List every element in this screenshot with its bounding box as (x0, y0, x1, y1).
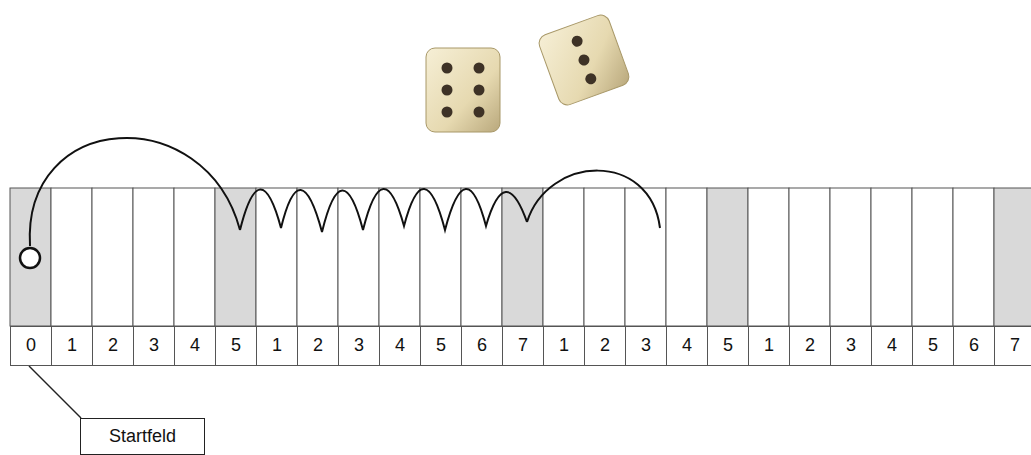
node-text: 4 (682, 336, 692, 356)
board-cell (92, 188, 133, 326)
board-cell (584, 188, 625, 326)
number-cell: 2 (297, 326, 339, 366)
number-cell: 5 (420, 326, 462, 366)
number-cell: 1 (51, 326, 93, 366)
board-cell (830, 188, 871, 326)
node-text: 2 (600, 336, 610, 356)
node-text: 1 (67, 336, 77, 356)
node-text: 7 (1010, 336, 1020, 356)
number-cell: 2 (584, 326, 626, 366)
board-cell (953, 188, 994, 326)
number-cell: 4 (871, 326, 913, 366)
number-cell: 6 (953, 326, 995, 366)
die-three (537, 13, 632, 108)
node-text: 2 (805, 336, 815, 356)
board-cell (215, 188, 256, 326)
node-text: 1 (559, 336, 569, 356)
node-text: 0 (26, 336, 36, 356)
number-cell: 3 (830, 326, 872, 366)
number-cell: 2 (789, 326, 831, 366)
number-cell: 5 (707, 326, 749, 366)
board-cell (871, 188, 912, 326)
number-cell: 5 (912, 326, 954, 366)
board-cell (707, 188, 748, 326)
number-cell: 0 (10, 326, 52, 366)
board-cell (912, 188, 953, 326)
board-cell (666, 188, 707, 326)
node-text: 5 (436, 336, 446, 356)
board-cell (748, 188, 789, 326)
board-cell (338, 188, 379, 326)
node-text: 5 (231, 336, 241, 356)
board-cell (297, 188, 338, 326)
node-text: 6 (477, 336, 487, 356)
board-cell (625, 188, 666, 326)
node-text: 7 (518, 336, 528, 356)
node-text: 4 (887, 336, 897, 356)
node-text: 1 (272, 336, 282, 356)
board-cell (789, 188, 830, 326)
number-cell: 4 (666, 326, 708, 366)
node-text: 3 (149, 336, 159, 356)
number-cell: 7 (502, 326, 544, 366)
node-text: 3 (354, 336, 364, 356)
number-cell: 4 (379, 326, 421, 366)
board-cell (420, 188, 461, 326)
node-text: 4 (190, 336, 200, 356)
board-cell (994, 188, 1031, 326)
number-cell: 1 (256, 326, 298, 366)
number-cell: 5 (215, 326, 257, 366)
number-cell: 2 (92, 326, 134, 366)
board-cell (174, 188, 215, 326)
number-cell: 1 (543, 326, 585, 366)
number-cell: 3 (133, 326, 175, 366)
number-cell: 4 (174, 326, 216, 366)
board-cell (133, 188, 174, 326)
number-cell: 7 (994, 326, 1031, 366)
node-text: Startfeld (109, 427, 176, 447)
board-cell (256, 188, 297, 326)
node-text: 1 (764, 336, 774, 356)
leader-line (29, 366, 81, 418)
label-box: Startfeld (80, 418, 205, 455)
board-cell (10, 188, 51, 326)
board-cell (543, 188, 584, 326)
node-text: 5 (723, 336, 733, 356)
node-text: 3 (641, 336, 651, 356)
node-text: 2 (108, 336, 118, 356)
node-text: 2 (313, 336, 323, 356)
game-token (20, 248, 40, 268)
node-text: 4 (395, 336, 405, 356)
number-cell: 3 (338, 326, 380, 366)
node-text: 6 (969, 336, 979, 356)
board-cells (10, 188, 1031, 326)
node-text: 5 (928, 336, 938, 356)
jump-arcs (30, 138, 660, 246)
die-six (426, 48, 500, 132)
number-cell: 1 (748, 326, 790, 366)
board-cell (51, 188, 92, 326)
number-cell: 3 (625, 326, 667, 366)
number-cell: 6 (461, 326, 503, 366)
node-text: 3 (846, 336, 856, 356)
